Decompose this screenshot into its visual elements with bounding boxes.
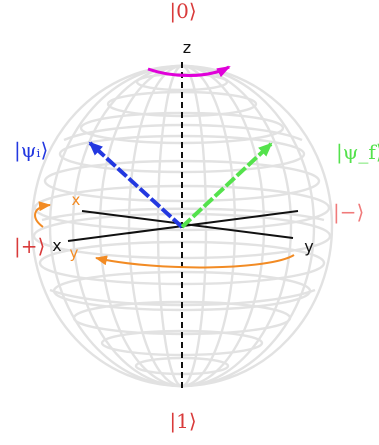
- psi-f-vector: [180, 142, 273, 229]
- x-axis-label: x: [52, 236, 61, 255]
- ket-zero-label: |0⟩: [169, 0, 196, 24]
- rotated-x-label: x: [72, 191, 81, 209]
- z-rotation-arrow: [147, 65, 231, 78]
- ket-plus-label: |+⟩: [14, 234, 45, 259]
- rotated-y-label: y: [70, 244, 79, 262]
- psi-f-label: |ψ_f⟩: [336, 140, 379, 165]
- x-rotation-arrow: [34, 201, 51, 228]
- psi-i-label: |ψᵢ⟩: [14, 138, 48, 163]
- ket-one-label: |1⟩: [169, 409, 196, 434]
- ket-minus-label: |−⟩: [333, 200, 364, 225]
- psi-i-vector: [88, 141, 184, 229]
- z-axis-label: z: [183, 38, 191, 57]
- xy-rotation-arrow: [95, 254, 295, 269]
- y-axis-label: y: [304, 237, 313, 256]
